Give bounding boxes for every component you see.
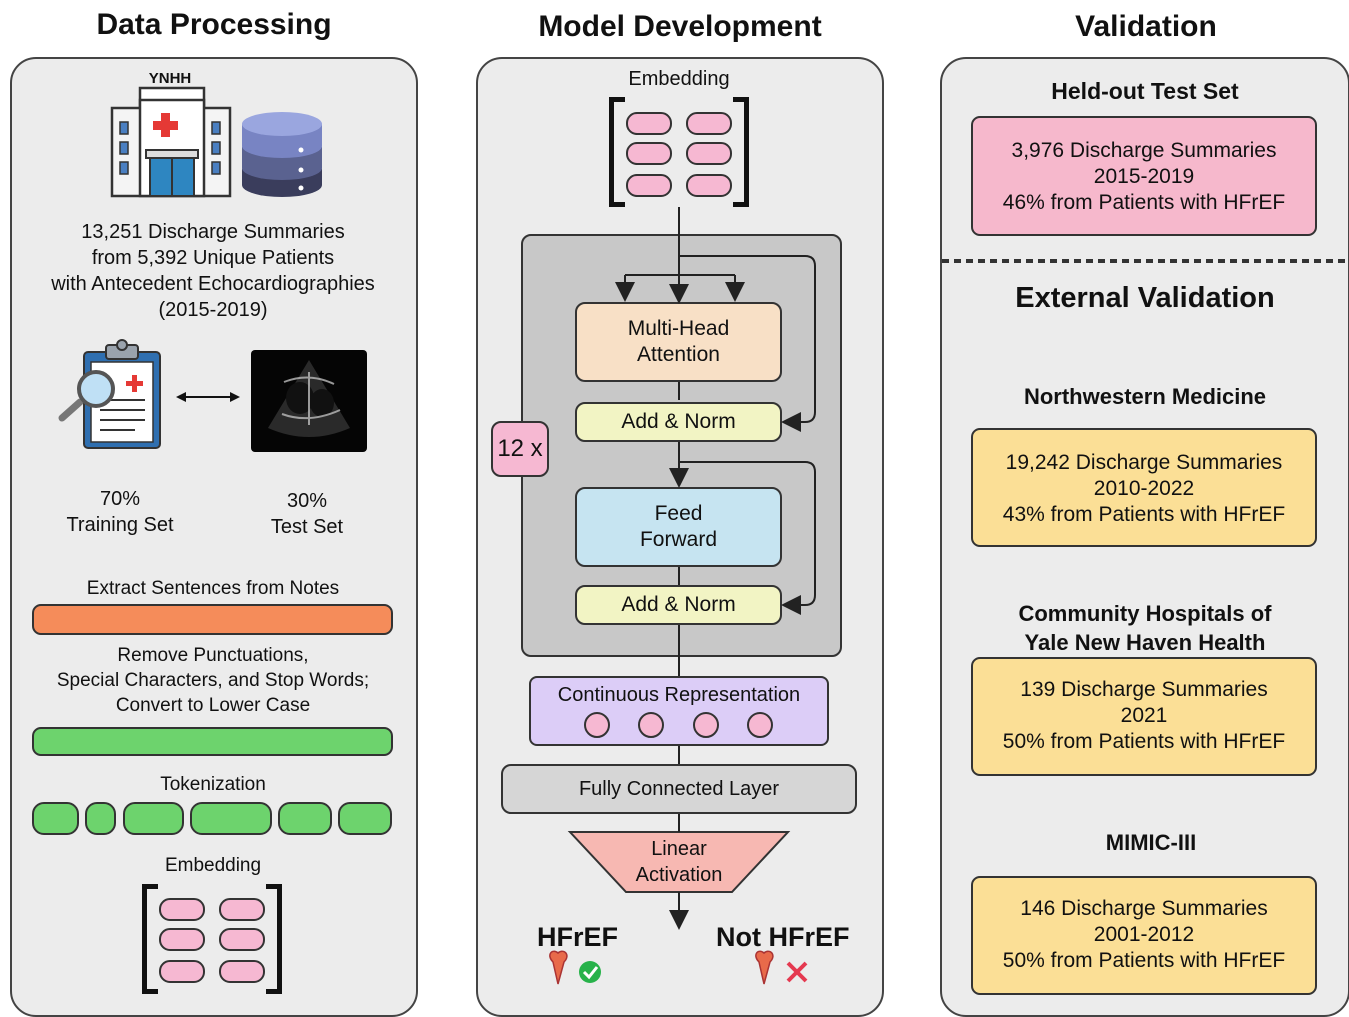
site-name-mimic: MIMIC-III [1105, 830, 1197, 855]
model-embedding-bracket-right [733, 97, 749, 207]
embedding-pill [219, 960, 265, 983]
embedding-pill [159, 898, 205, 921]
site-name-line: Community Hospitals of [1018, 601, 1272, 626]
site-line: 2021 [1120, 704, 1168, 727]
add-norm-block-2: Add & Norm [575, 585, 782, 625]
feed-forward-block: Feed Forward [575, 487, 782, 567]
data-processing-panel [10, 57, 418, 1017]
model-embedding-pill [626, 174, 672, 197]
embedding-pill [219, 928, 265, 951]
training-percent: 70% [99, 488, 141, 510]
output-not-hfref: Not HFrEF [716, 922, 850, 952]
heldout-line: 46% from Patients with HFrEF [1002, 191, 1286, 214]
representation-node [638, 712, 664, 738]
tokenization-label: Tokenization [160, 774, 266, 795]
feed-forward-line: Feed [654, 502, 703, 525]
site-line: 146 Discharge Summaries [1020, 897, 1268, 920]
token-block [190, 802, 272, 835]
data-processing-title: Data Processing [96, 8, 332, 41]
extract-step-label: Extract Sentences from Notes [86, 578, 340, 599]
cohort-line: from 5,392 Unique Patients [91, 247, 335, 269]
clean-step-line: Convert to Lower Case [115, 695, 311, 716]
training-split: 70% Training Set [60, 486, 180, 538]
representation-node [584, 712, 610, 738]
repeat-badge: 12 x [491, 421, 549, 477]
site-line: 19,242 Discharge Summaries [1005, 451, 1283, 474]
site-name-northwestern: Northwestern Medicine [1023, 384, 1267, 409]
model-embedding-pill [626, 142, 672, 165]
training-label: Training Set [66, 514, 174, 536]
site-name-line: Yale New Haven Health [1024, 630, 1266, 655]
linear-line: Linear [651, 838, 707, 860]
token-block [85, 802, 116, 835]
token-block [123, 802, 184, 835]
validation-title: Validation [1075, 10, 1217, 43]
fully-connected-block: Fully Connected Layer [501, 764, 857, 814]
site-card-mimic: 146 Discharge Summaries 2001-2012 50% fr… [971, 876, 1317, 995]
continuous-representation-label: Continuous Representation [557, 684, 801, 706]
site-line: 50% from Patients with HFrEF [1002, 949, 1286, 972]
model-embedding-pill [686, 112, 732, 135]
embedding-pill [219, 898, 265, 921]
site-line: 43% from Patients with HFrEF [1002, 503, 1286, 526]
model-embedding-pill [626, 112, 672, 135]
cohort-line: (2015-2019) [158, 299, 268, 321]
multi-head-attention-block: Multi-Head Attention [575, 302, 782, 382]
cohort-description: 13,251 Discharge Summaries from 5,392 Un… [20, 219, 406, 323]
heldout-line: 2015-2019 [1093, 165, 1195, 188]
linear-line: Activation [635, 864, 723, 886]
model-embedding-label: Embedding [628, 68, 730, 90]
test-percent: 30% [286, 490, 328, 512]
feed-forward-line: Forward [639, 528, 718, 551]
token-block [32, 802, 79, 835]
representation-node [693, 712, 719, 738]
clean-text-bar [32, 727, 393, 756]
embedding-step-label: Embedding [164, 855, 262, 876]
site-card-northwestern: 19,242 Discharge Summaries 2010-2022 43%… [971, 428, 1317, 547]
hospital-label: YNHH [148, 70, 192, 87]
continuous-representation-block: Continuous Representation [529, 676, 829, 746]
site-name-community: Community Hospitals of Yale New Haven He… [942, 599, 1348, 657]
site-card-community: 139 Discharge Summaries 2021 50% from Pa… [971, 657, 1317, 776]
cohort-line: with Antecedent Echocardiographies [51, 273, 375, 295]
external-validation-title: External Validation [1015, 282, 1275, 314]
clean-step-line: Remove Punctuations, [117, 645, 309, 666]
token-block [338, 802, 392, 835]
heldout-line: 3,976 Discharge Summaries [1011, 139, 1277, 162]
clean-step-label: Remove Punctuations, Special Characters,… [20, 643, 406, 718]
cohort-line: 13,251 Discharge Summaries [81, 221, 345, 243]
site-line: 2010-2022 [1093, 477, 1195, 500]
embedding-pill [159, 928, 205, 951]
model-embedding-bracket-left [609, 97, 625, 207]
embedding-bracket-left [142, 884, 158, 994]
output-hfref: HFrEF [537, 922, 618, 952]
heldout-card: 3,976 Discharge Summaries 2015-2019 46% … [971, 116, 1317, 236]
attention-line: Attention [637, 343, 720, 366]
add-norm-block-1: Add & Norm [575, 402, 782, 442]
site-line: 139 Discharge Summaries [1020, 678, 1268, 701]
test-label: Test Set [270, 516, 344, 538]
embedding-pill [159, 960, 205, 983]
extract-sentences-bar [32, 604, 393, 635]
clean-step-line: Special Characters, and Stop Words; [56, 670, 370, 691]
representation-node [747, 712, 773, 738]
token-block [278, 802, 332, 835]
linear-activation-label: Linear Activation [600, 836, 758, 888]
embedding-bracket-right [266, 884, 282, 994]
heldout-title: Held-out Test Set [1051, 78, 1239, 104]
model-embedding-pill [686, 174, 732, 197]
site-line: 50% from Patients with HFrEF [1002, 730, 1286, 753]
test-split: 30% Test Set [247, 488, 367, 540]
model-development-title: Model Development [538, 10, 822, 43]
site-line: 2001-2012 [1093, 923, 1195, 946]
attention-line: Multi-Head [627, 317, 730, 340]
model-embedding-pill [686, 142, 732, 165]
